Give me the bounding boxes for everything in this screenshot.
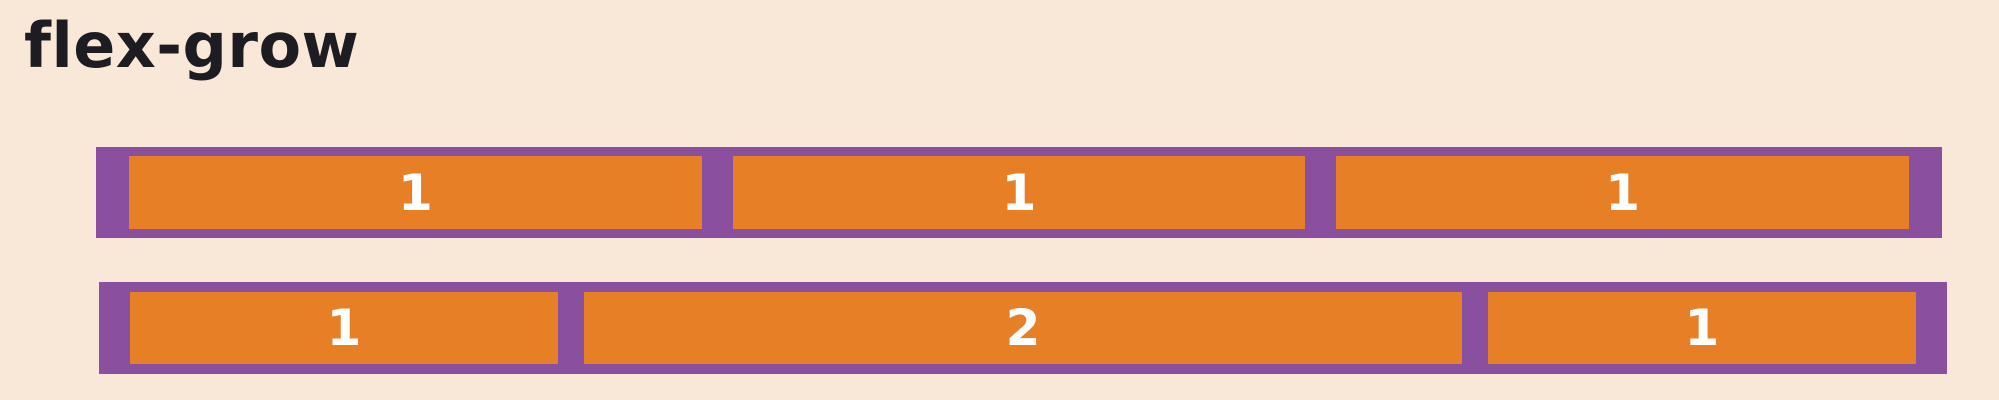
flex-item: 1: [1487, 292, 1916, 364]
flex-item: 1: [130, 292, 559, 364]
flex-item: 1: [129, 156, 702, 229]
flex-item: 1: [1336, 156, 1910, 229]
page-title: flex-grow: [24, 9, 360, 82]
flex-container-weighted: 1 2 1: [99, 282, 1947, 374]
flex-container-equal: 1 1 1: [96, 147, 1942, 238]
flex-item-wide: 2: [584, 292, 1462, 364]
flex-item: 1: [732, 156, 1306, 229]
